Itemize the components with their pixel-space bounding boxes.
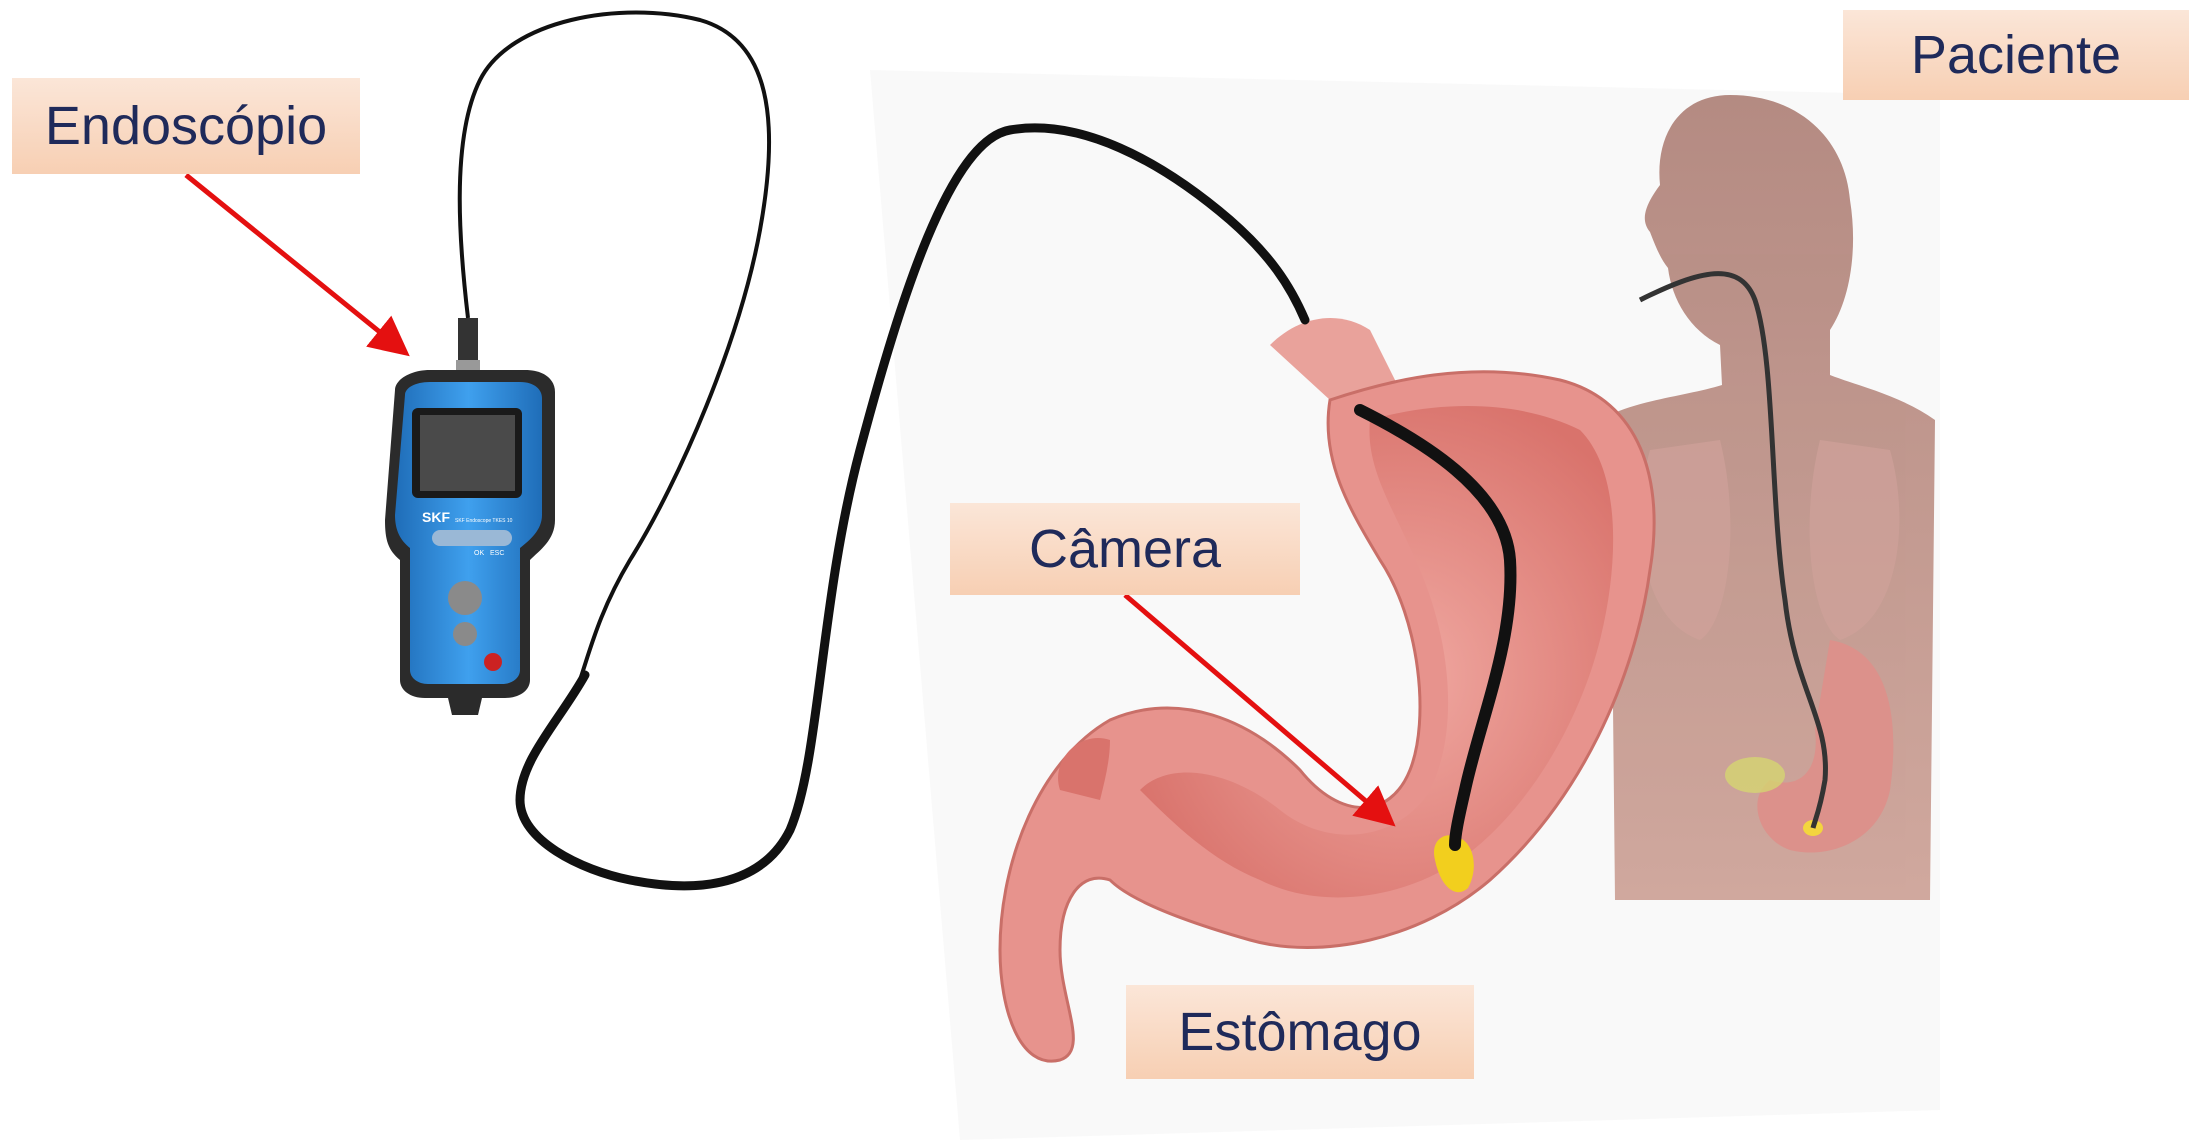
endoscope-device: SKF SKF Endoscope TKES 10 OK ESC: [385, 318, 555, 715]
endoscope-label: Endoscópio: [12, 78, 360, 174]
camera-label: Câmera: [950, 503, 1300, 595]
device-esc-label: ESC: [490, 550, 504, 557]
patient-label: Paciente: [1843, 10, 2189, 100]
arrow-endoscope: [186, 175, 402, 350]
device-model: SKF Endoscope TKES 10: [455, 518, 513, 524]
device-brand: SKF: [422, 509, 450, 525]
device-ok-label: OK: [474, 550, 484, 557]
stomach-label: Estômago: [1126, 985, 1474, 1079]
